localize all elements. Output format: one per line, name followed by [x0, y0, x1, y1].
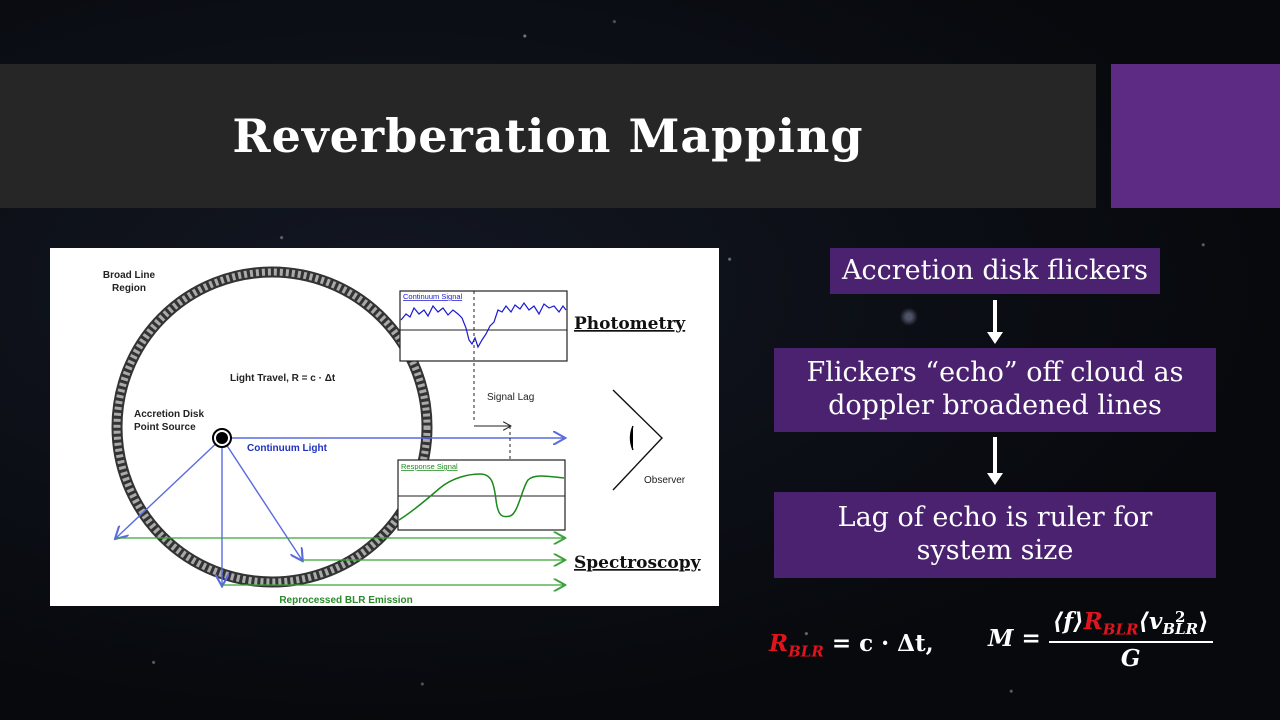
accretion-disk-label: Accretion Disk: [134, 409, 204, 420]
slide-title: Reverberation Mapping: [232, 109, 864, 163]
accent-block: [1111, 64, 1280, 208]
continuum-signal-panel: [399, 290, 568, 362]
svg-text:Point Source: Point Source: [134, 422, 196, 433]
broad-line-region-label: Broad Line: [103, 270, 156, 281]
response-signal-label: Response Signal: [401, 462, 458, 471]
photometry-label: Photometry: [574, 314, 686, 334]
response-signal-panel: [397, 459, 566, 531]
flow-step-3-text: Lag of echo is ruler for system size: [837, 502, 1153, 566]
continuum-light-label: Continuum Light: [247, 443, 328, 454]
flow-step-1: Accretion disk flickers: [830, 248, 1160, 294]
reprocessed-emission-label: Reprocessed BLR Emission: [279, 595, 412, 606]
spectroscopy-label: Spectroscopy: [574, 553, 702, 573]
down-arrow-icon: [987, 300, 1003, 344]
flow-step-2-text: Flickers “echo” off cloud as doppler bro…: [806, 357, 1184, 421]
light-travel-label: Light Travel, R = c · Δt: [230, 373, 336, 384]
continuum-signal-label: Continuum Signal: [403, 292, 463, 301]
signal-lag-label: Signal Lag: [487, 392, 534, 403]
reverberation-diagram: Broad Line Region Light Travel, R = c · …: [50, 248, 719, 606]
flow-step-2: Flickers “echo” off cloud as doppler bro…: [774, 348, 1216, 432]
down-arrow-icon: [987, 437, 1003, 485]
observer-eye-icon: [612, 389, 663, 491]
observer-label: Observer: [644, 475, 686, 486]
flow-step-3: Lag of echo is ruler for system size: [774, 492, 1216, 578]
title-bar: Reverberation Mapping: [0, 64, 1096, 208]
svg-text:Region: Region: [112, 283, 146, 294]
flow-step-1-text: Accretion disk flickers: [842, 254, 1148, 286]
blr-radius-formula: RBLR = c · Δt,: [769, 630, 934, 661]
